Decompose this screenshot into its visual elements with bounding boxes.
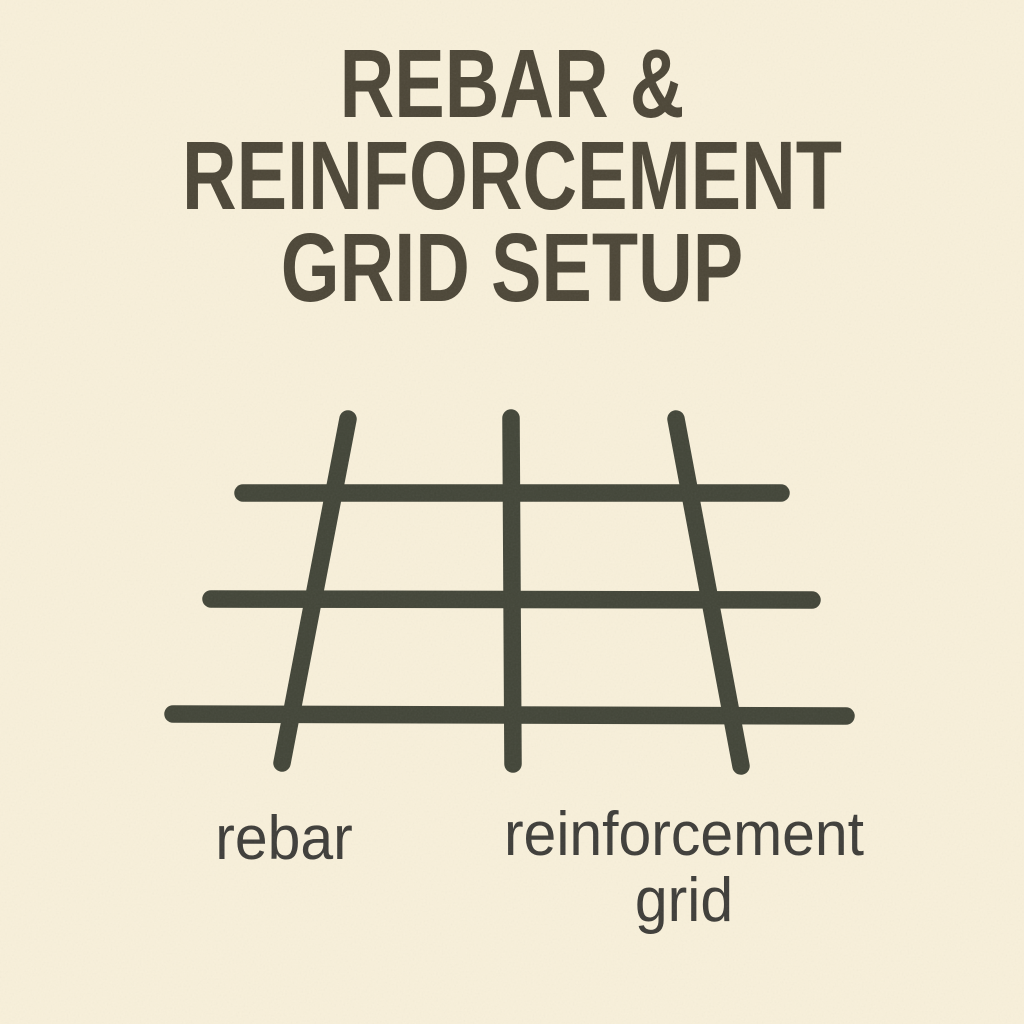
reinforcement-grid-label: reinforcement grid bbox=[504, 802, 864, 934]
rebar-label: rebar bbox=[215, 804, 353, 873]
reinforcement-grid-label-line-1: reinforcement bbox=[503, 800, 865, 869]
vertical-bar-middle-icon bbox=[502, 409, 522, 773]
reinforcement-grid-label-line-2: grid bbox=[634, 866, 734, 935]
